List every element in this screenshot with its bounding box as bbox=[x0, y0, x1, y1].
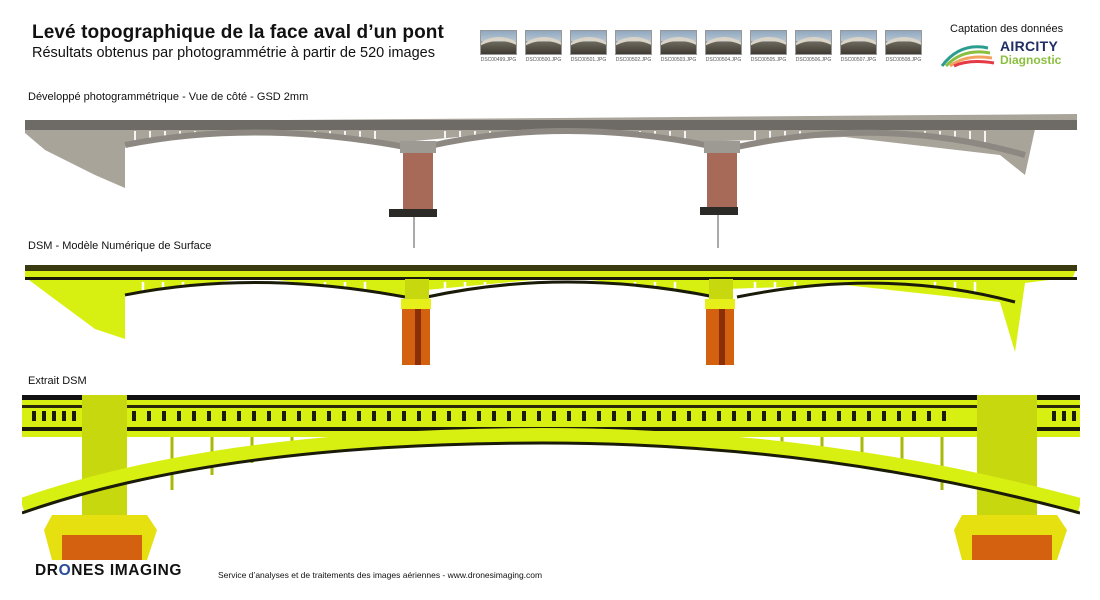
section-label-dsm: DSM - Modèle Numérique de Surface bbox=[28, 240, 212, 252]
thumbnail-image bbox=[660, 30, 697, 55]
thumbnail[interactable]: DSC00506.JPG bbox=[795, 30, 832, 63]
thumbnail-image bbox=[615, 30, 652, 55]
thumbnail-caption: DSC00503.JPG bbox=[660, 57, 697, 63]
partner-label: Captation des données bbox=[950, 23, 1064, 35]
thumbnail[interactable]: DSC00501.JPG bbox=[570, 30, 607, 63]
thumbnail-caption: DSC00500.JPG bbox=[525, 57, 562, 63]
aircity-logo-icon bbox=[940, 45, 995, 68]
thumbnail-caption: DSC00501.JPG bbox=[570, 57, 607, 63]
image-thumbnails: DSC00499.JPG DSC00500.JPG DSC00501.JPG D… bbox=[480, 30, 922, 63]
footer-text: Service d’analyses et de traitements des… bbox=[218, 570, 543, 580]
aircity-logo-subtext: Diagnostic bbox=[1000, 53, 1062, 67]
thumbnail[interactable]: DSC00508.JPG bbox=[885, 30, 922, 63]
drones-imaging-logo: DRONES IMAGING bbox=[35, 562, 182, 580]
thumbnail[interactable]: DSC00500.JPG bbox=[525, 30, 562, 63]
thumbnail-caption: DSC00508.JPG bbox=[885, 57, 922, 63]
thumbnail-image bbox=[525, 30, 562, 55]
thumbnail-image bbox=[885, 30, 922, 55]
thumbnail-image bbox=[750, 30, 787, 55]
thumbnail-image bbox=[840, 30, 877, 55]
thumbnail[interactable]: DSC00504.JPG bbox=[705, 30, 742, 63]
thumbnail-caption: DSC00505.JPG bbox=[750, 57, 787, 63]
dsm-extract-view bbox=[22, 395, 1080, 560]
aircity-logo-text: AIRCITY bbox=[1000, 38, 1059, 54]
page-title: Levé topographique de la face aval d’un … bbox=[32, 22, 444, 43]
aircity-logo: AIRCITY Diagnostic bbox=[938, 38, 1073, 70]
dsm-bridge-view bbox=[25, 265, 1077, 365]
section-label-extract: Extrait DSM bbox=[28, 375, 87, 387]
thumbnail[interactable]: DSC00507.JPG bbox=[840, 30, 877, 63]
thumbnail-caption: DSC00507.JPG bbox=[840, 57, 877, 63]
thumbnail-image bbox=[480, 30, 517, 55]
thumbnail[interactable]: DSC00505.JPG bbox=[750, 30, 787, 63]
thumbnail-caption: DSC00504.JPG bbox=[705, 57, 742, 63]
section-label-photo: Développé photogrammétrique - Vue de côt… bbox=[28, 91, 309, 103]
thumbnail-image bbox=[795, 30, 832, 55]
thumbnail[interactable]: DSC00499.JPG bbox=[480, 30, 517, 63]
page-subtitle: Résultats obtenus par photogrammétrie à … bbox=[32, 45, 435, 61]
thumbnail-image bbox=[705, 30, 742, 55]
photogrammetric-bridge-view bbox=[25, 114, 1077, 248]
thumbnail-caption: DSC00502.JPG bbox=[615, 57, 652, 63]
thumbnail-caption: DSC00499.JPG bbox=[480, 57, 517, 63]
thumbnail-caption: DSC00506.JPG bbox=[795, 57, 832, 63]
brand-suffix: NES IMAGING bbox=[71, 562, 183, 579]
brand-prefix: DR bbox=[35, 562, 59, 579]
brand-o: O bbox=[58, 562, 72, 579]
thumbnail[interactable]: DSC00503.JPG bbox=[660, 30, 697, 63]
thumbnail[interactable]: DSC00502.JPG bbox=[615, 30, 652, 63]
thumbnail-image bbox=[570, 30, 607, 55]
